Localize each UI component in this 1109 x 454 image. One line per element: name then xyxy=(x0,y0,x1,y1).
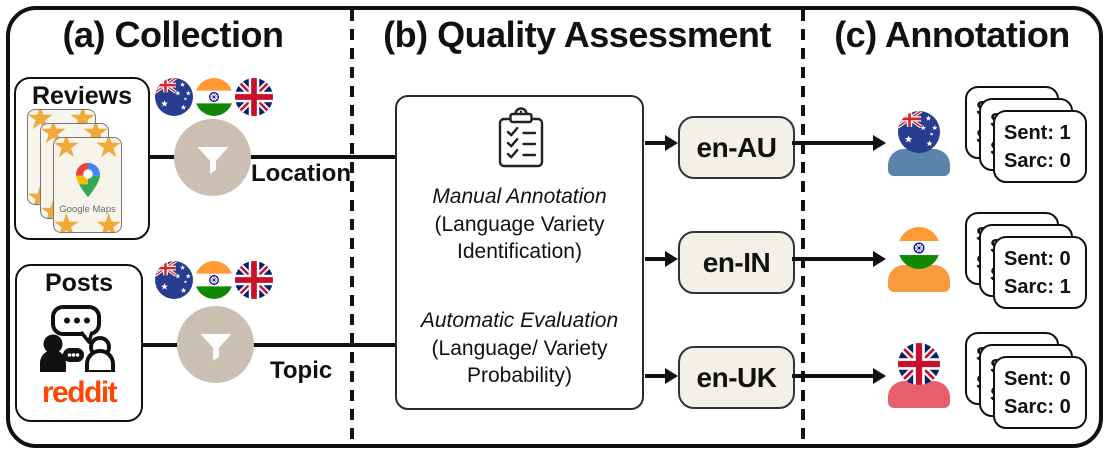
uk-flag-icon xyxy=(898,343,940,385)
annotation-card-stack-in: Sent: 0 Sarc: 1 Sent: 0 Sarc: 1 Sent: 0 … xyxy=(965,212,1089,311)
arrow-to-in-annotator xyxy=(792,257,874,261)
google-maps-label: Google Maps xyxy=(59,204,116,215)
sarcasm-label: Sarc: 0 xyxy=(1004,396,1071,418)
variety-badge-en-au: en-AU xyxy=(678,116,795,179)
sentiment-label: Sent: 0 xyxy=(1004,368,1071,390)
filter-circle xyxy=(174,119,251,196)
star-icon: ★ xyxy=(53,207,81,233)
arrow-to-au-annotator xyxy=(792,141,874,145)
flow-line-posts xyxy=(140,343,395,347)
variety-badge-en-in: en-IN xyxy=(678,231,795,294)
posts-card-title: Posts xyxy=(44,269,114,297)
filter-funnel-icon xyxy=(194,323,238,367)
india-flag-icon xyxy=(195,78,233,116)
filter-funnel-icon xyxy=(191,136,235,180)
sarcasm-label: Sarc: 1 xyxy=(1004,276,1071,298)
section-b-title: (b) Quality Assessment xyxy=(383,14,771,55)
sarcasm-label: Sarc: 0 xyxy=(1004,150,1071,172)
review-item-card: ★ ★ Google Maps ★ ★ xyxy=(53,137,122,233)
india-flag-icon xyxy=(195,261,233,299)
australia-flag-icon xyxy=(155,261,193,299)
star-icon: ★ xyxy=(94,207,122,233)
uk-flag-icon xyxy=(235,261,273,299)
arrowhead-icon xyxy=(665,135,678,151)
quality-assessment-box: Manual Annotation (Language Variety Iden… xyxy=(395,95,644,410)
annotator-uk-body xyxy=(888,381,950,408)
filter-label-topic: Topic xyxy=(270,357,333,384)
australia-flag-icon xyxy=(155,78,193,116)
annotator-au-body xyxy=(888,149,950,176)
arrow-to-uk-annotator xyxy=(792,374,874,378)
arrowhead-icon xyxy=(873,368,886,384)
flow-line-reviews xyxy=(148,155,395,159)
arrowhead-icon xyxy=(873,135,886,151)
arrowhead-icon xyxy=(873,251,886,267)
flag-row-posts xyxy=(155,261,273,299)
automatic-evaluation-detail: (Language/ Variety Probability) xyxy=(431,336,608,388)
arrowhead-icon xyxy=(665,251,678,267)
star-icon: ★ xyxy=(94,137,122,164)
sentiment-label: Sent: 1 xyxy=(1004,122,1071,144)
google-maps-pin-icon xyxy=(75,162,101,198)
filter-label-location: Location xyxy=(251,160,351,187)
manual-annotation-block: Manual Annotation (Language Variety Iden… xyxy=(397,183,642,266)
annotation-card-stack-uk: Sent: 0 Sarc: 0 Sent: 0 Sarc: 0 Sent: 0 … xyxy=(965,332,1089,431)
automatic-evaluation-heading: Automatic Evaluation xyxy=(420,309,619,332)
filter-circle xyxy=(177,306,254,383)
annotation-card-front: Sent: 0 Sarc: 1 xyxy=(993,236,1087,309)
posts-card: Posts reddit xyxy=(15,264,143,422)
flag-row-reviews xyxy=(155,78,273,116)
uk-flag-icon xyxy=(235,78,273,116)
reddit-logo: reddit xyxy=(41,376,118,409)
star-icon: ★ xyxy=(53,137,81,164)
annotation-card-front: Sent: 1 Sarc: 0 xyxy=(993,110,1087,183)
arrow-to-en-uk xyxy=(645,374,667,378)
section-divider-ab xyxy=(350,10,354,444)
reviews-card-title: Reviews xyxy=(31,82,133,110)
arrowhead-icon xyxy=(665,368,678,384)
india-flag-icon xyxy=(898,227,940,269)
annotation-card-stack-au: Sent: 1 Sarc: 0 Sent: 1 Sarc: 0 Sent: 1 … xyxy=(965,86,1089,185)
variety-badge-en-uk: en-UK xyxy=(678,346,795,409)
arrow-to-en-in xyxy=(645,257,667,261)
section-a-title: (a) Collection xyxy=(62,14,284,55)
arrow-to-en-au xyxy=(645,141,667,145)
section-c-title: (c) Annotation xyxy=(834,14,1070,55)
reddit-community-icon xyxy=(40,304,118,372)
sentiment-label: Sent: 0 xyxy=(1004,248,1071,270)
annotator-in-body xyxy=(888,265,950,292)
automatic-evaluation-block: Automatic Evaluation (Language/ Variety … xyxy=(397,307,642,390)
annotation-card-front: Sent: 0 Sarc: 0 xyxy=(993,356,1087,429)
checklist-clipboard-icon xyxy=(494,107,548,171)
section-divider-bc xyxy=(801,10,805,444)
australia-flag-icon xyxy=(898,111,940,153)
manual-annotation-detail: (Language Variety Identification) xyxy=(434,212,605,264)
manual-annotation-heading: Manual Annotation xyxy=(432,185,607,208)
